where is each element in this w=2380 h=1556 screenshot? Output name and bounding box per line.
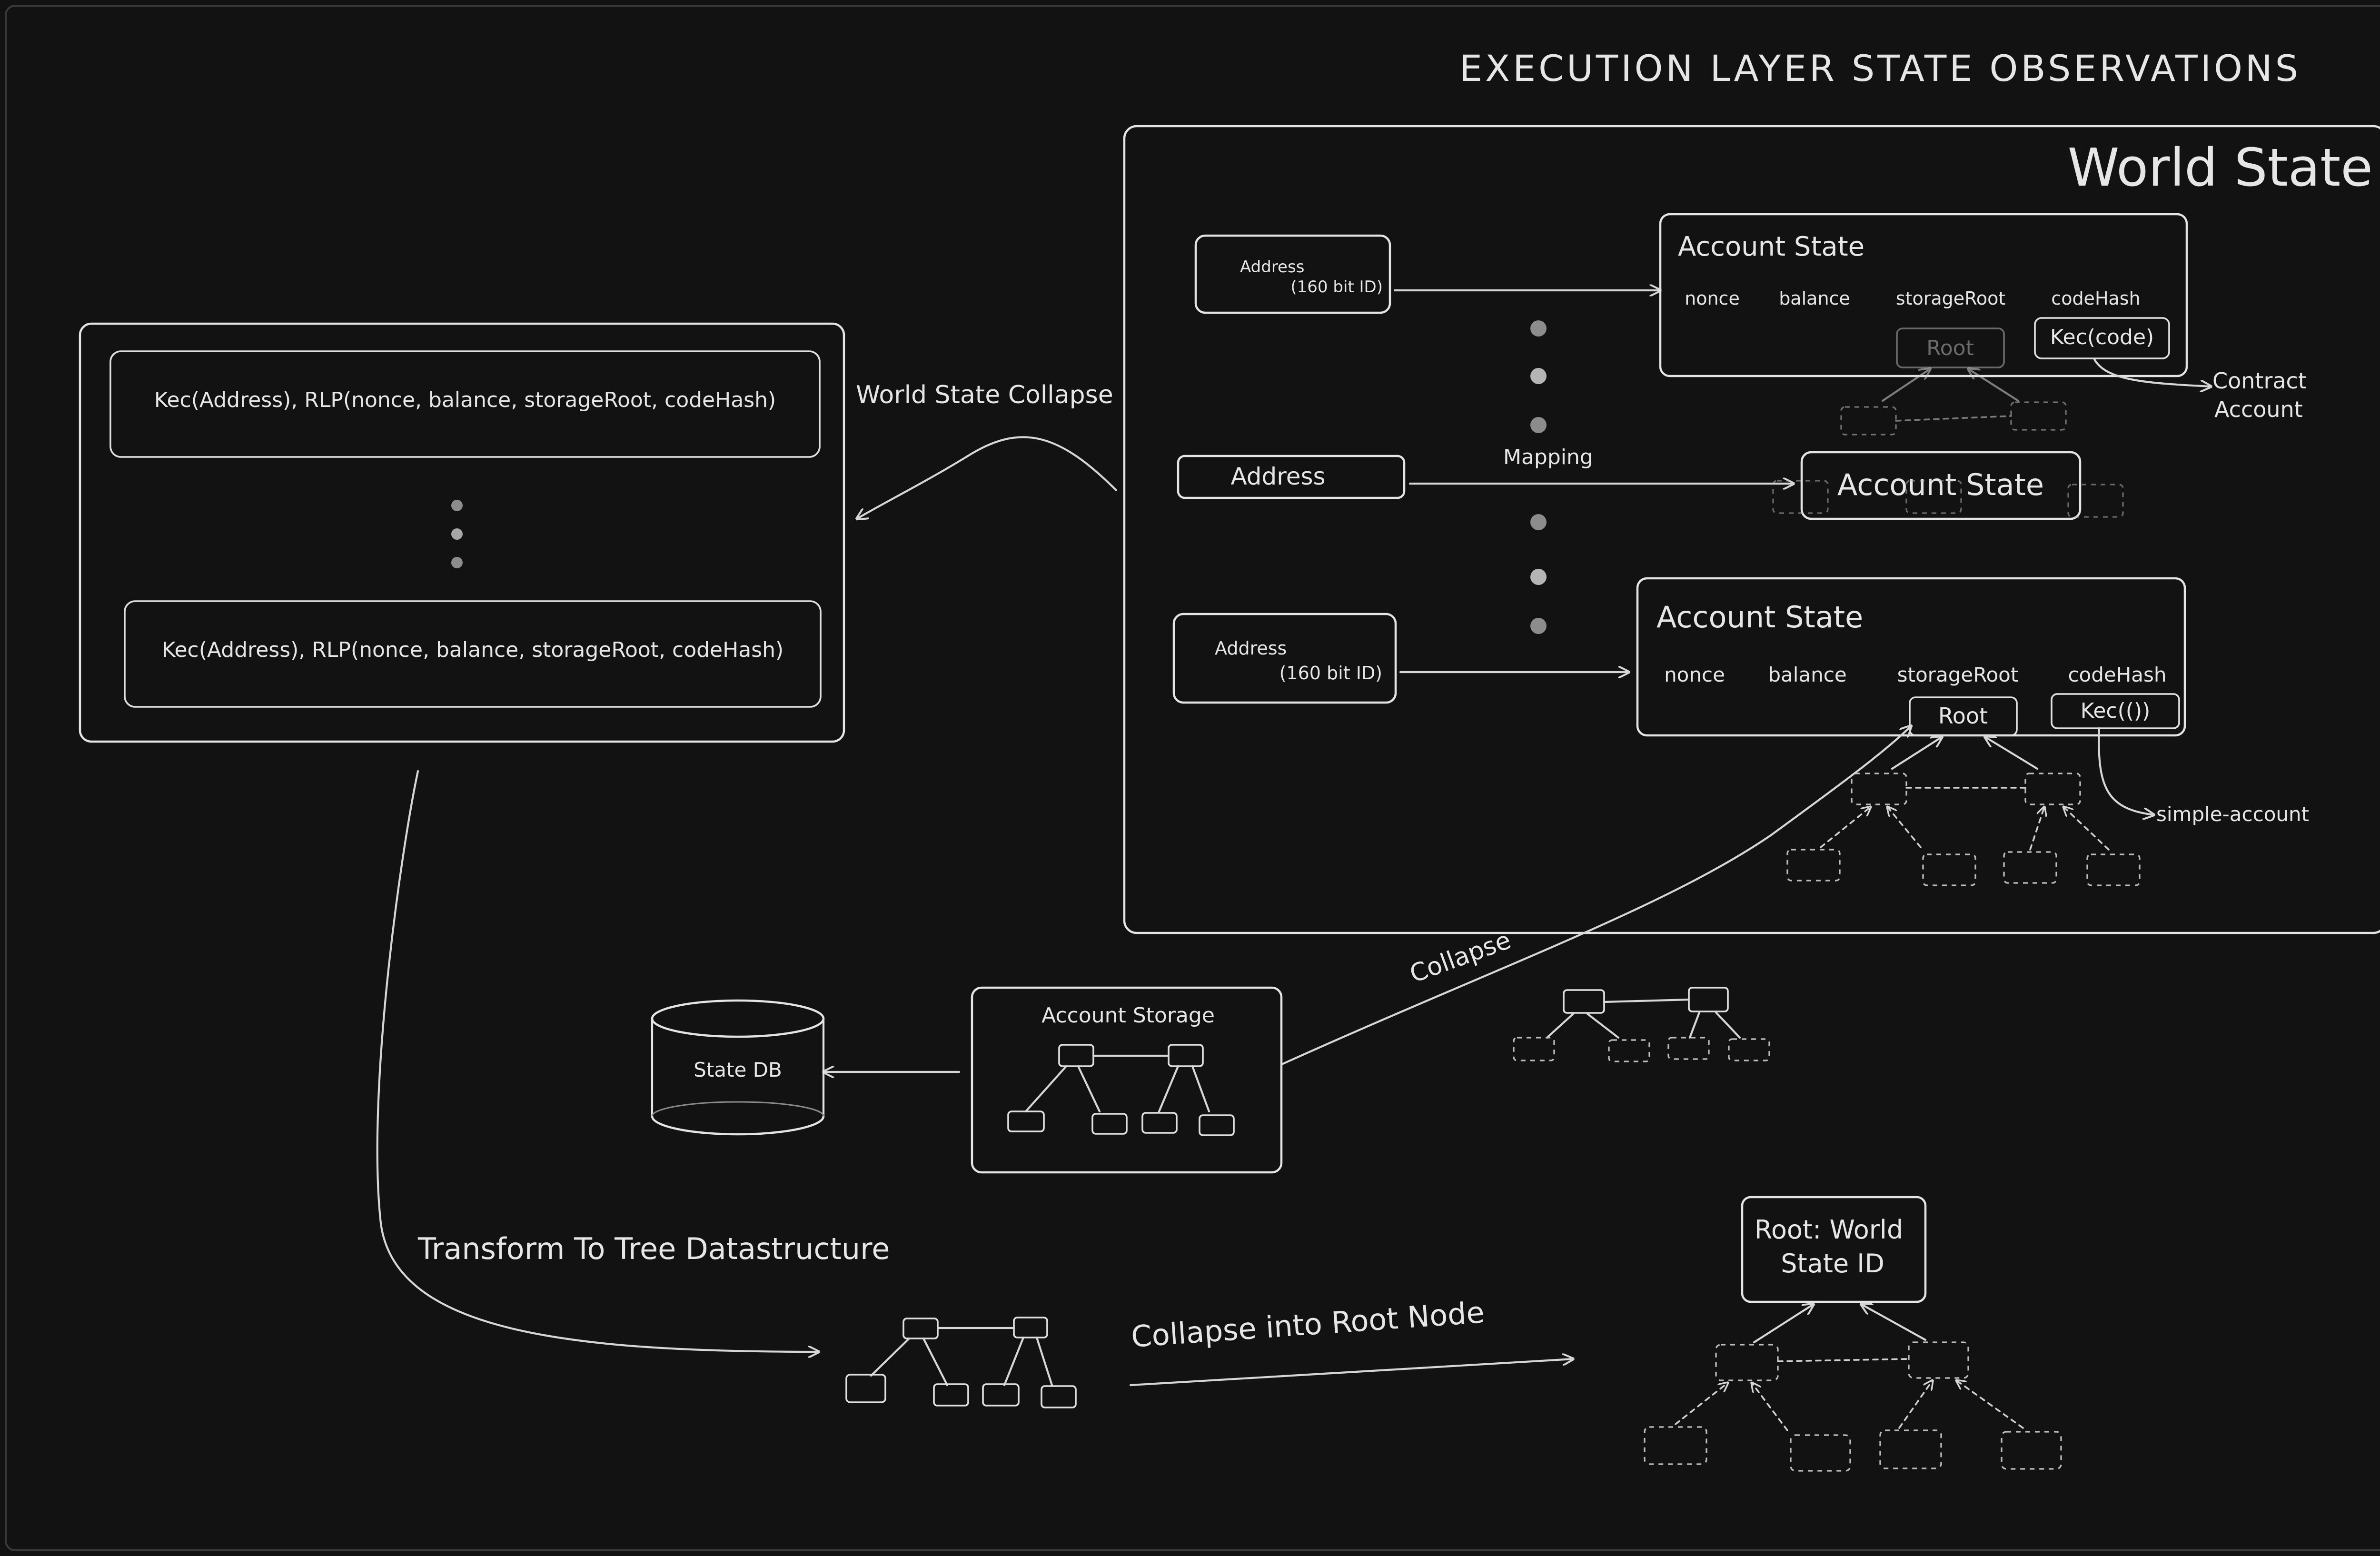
contract-account-line1: Contract	[2212, 368, 2307, 394]
collapsed-list-panel: Kec(Address), RLP(nonce, balance, storag…	[79, 322, 845, 743]
tree-bottom-left	[845, 1317, 1077, 1408]
tree-small-right	[1513, 987, 1770, 1062]
collapse-root-label: Collapse into Root Node	[1130, 1295, 1486, 1354]
ellipsis-dot	[1530, 368, 1547, 384]
field-balance: balance	[1779, 288, 1850, 309]
code-hash-value: Kec(())	[2081, 699, 2151, 723]
world-state-panel: World State Address (160 bit ID) Address…	[1123, 125, 2380, 934]
root-node-line1: Root: World	[1755, 1215, 1903, 1245]
field-storage-root: storageRoot	[1896, 288, 2005, 309]
arrow-collapse-root	[1129, 1359, 1573, 1387]
account-state-title: Account State	[1837, 467, 2044, 502]
code-hash-box	[2034, 317, 2170, 359]
field-nonce: nonce	[1685, 288, 1740, 309]
root-node-line2: State ID	[1781, 1249, 1884, 1278]
address-label: Address	[1215, 638, 1287, 659]
ellipsis-dot	[1530, 618, 1547, 634]
simple-account-label: simple-account	[2156, 803, 2309, 826]
ellipsis-dot	[1530, 320, 1547, 337]
code-hash-box	[2051, 693, 2180, 729]
address-label: Address	[1240, 258, 1304, 277]
code-hash-value: Kec(code)	[2050, 325, 2154, 349]
transform-label: Transform To Tree Datastructure	[417, 1231, 890, 1266]
world-state-collapse-label: World State Collapse	[856, 381, 1113, 409]
arrow-transform	[376, 770, 819, 1352]
field-storage-root: storageRoot	[1897, 663, 2019, 686]
account-storage-box: Account Storage	[971, 986, 1283, 1174]
address-box-mid: Address	[1177, 455, 1406, 499]
address-box-top: Address (160 bit ID)	[1194, 234, 1391, 314]
field-code-hash: codeHash	[2068, 663, 2166, 686]
list-item-text: Kec(Address), RLP(nonce, balance, storag…	[162, 638, 783, 662]
address-sub: (160 bit ID)	[1290, 278, 1383, 297]
root-world-state-node: Root: World State ID	[1644, 1196, 2062, 1472]
account-state-title: Account State	[1678, 231, 1864, 262]
ellipsis-dot	[1530, 514, 1547, 530]
world-state-title: World State	[2068, 137, 2373, 198]
ellipsis-dot	[1530, 417, 1547, 433]
field-balance: balance	[1768, 663, 1846, 686]
frame-border	[5, 5, 2380, 1551]
arrow-contract-account	[2093, 358, 2211, 387]
state-db-label: State DB	[694, 1058, 782, 1081]
account-state-mid: Account State	[1772, 451, 2124, 520]
account-state-title: Account State	[1656, 600, 1863, 634]
arrow-simple-account	[2098, 727, 2154, 815]
ellipsis-dot	[1530, 569, 1547, 585]
root-box	[1909, 696, 2018, 736]
page-title: EXECUTION LAYER STATE OBSERVATIONS	[1459, 47, 2301, 89]
address-box-bottom: Address (160 bit ID)	[1172, 613, 1397, 704]
field-code-hash: codeHash	[2051, 288, 2140, 309]
mapping-label: Mapping	[1503, 445, 1593, 469]
storage-tree-bottom	[1786, 737, 2141, 886]
arrow-world-state-collapse	[857, 436, 1118, 519]
collapse-label: Collapse	[1406, 926, 1515, 989]
list-item-text: Kec(Address), RLP(nonce, balance, storag…	[154, 388, 776, 412]
state-db-cylinder: State DB	[651, 999, 825, 1136]
root-label: Root	[1938, 703, 1988, 729]
ellipsis-dot	[451, 500, 463, 511]
address-sub: (160 bit ID)	[1279, 663, 1382, 684]
account-state-top: Account State nonce balance storageRoot …	[1659, 213, 2188, 377]
ellipsis-dot	[451, 528, 463, 540]
address-label: Address	[1230, 463, 1325, 490]
account-storage-title: Account Storage	[1041, 1003, 1215, 1028]
ellipsis-dot	[451, 557, 463, 568]
storage-tree-top-faded	[1840, 369, 2067, 436]
arrow-collapse	[1281, 726, 1911, 1065]
root-label: Root	[1926, 336, 1974, 360]
account-state-bottom: Account State nonce balance storageRoot …	[1636, 577, 2186, 737]
list-item	[109, 350, 821, 458]
field-nonce: nonce	[1664, 663, 1725, 686]
root-box	[1896, 327, 2005, 368]
list-item	[124, 600, 822, 708]
contract-account-line2: Account	[2214, 396, 2303, 422]
